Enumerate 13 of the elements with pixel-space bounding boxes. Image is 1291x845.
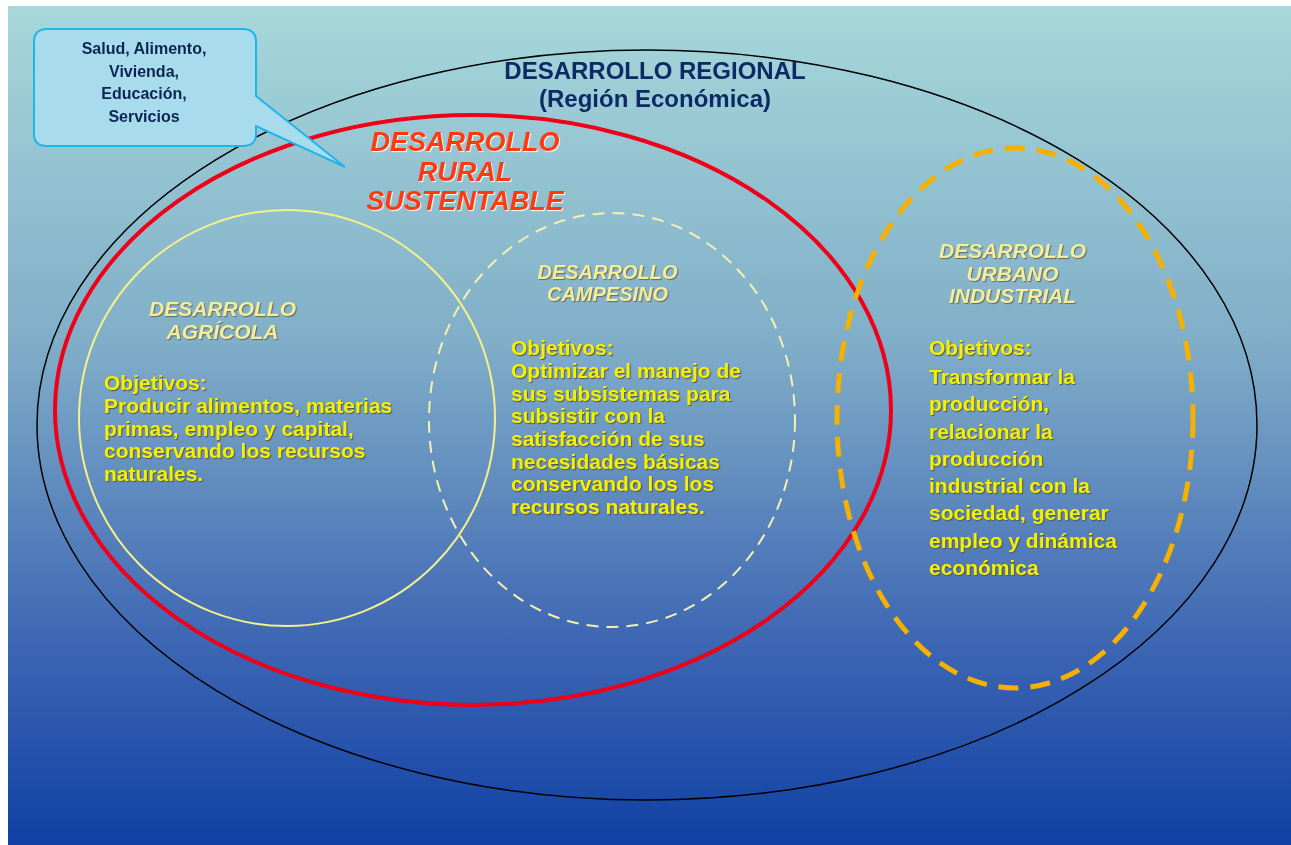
objectives-label: Objetivos: — [104, 372, 208, 395]
heading: DESARROLLO REGIONAL — [503, 58, 807, 84]
heading: DESARROLLO URBANO INDUSTRIAL — [938, 240, 1087, 308]
objectives-text: Transformar la producción, relacionar la producción industrial con la sociedad, generar empleo y dinámica económica — [929, 364, 1118, 582]
objectives-label: Objetivos: — [929, 337, 1033, 360]
objectives-text: Optimizar el manejo de sus subsistemas para subsistir con la satisfacción de sus necesidades básicas conservando los los recursos naturales. — [511, 360, 742, 519]
objectives-text: Producir alimentos, materias primas, empleo y capital, conservando los recursos naturales. — [104, 395, 394, 486]
heading: DESARROLLO AGRÍCOLA — [148, 298, 297, 344]
objectives-label: (Región Económica) — [538, 86, 772, 112]
heading: DESARROLLO RURAL SUSTENTABLE — [365, 128, 566, 218]
heading: DESARROLLO CAMPESINO — [536, 262, 679, 306]
objectives-label: Objetivos: — [511, 337, 615, 360]
callout-text: Salud, Alimento, Vivienda, Educación, Servicios — [80, 39, 208, 128]
